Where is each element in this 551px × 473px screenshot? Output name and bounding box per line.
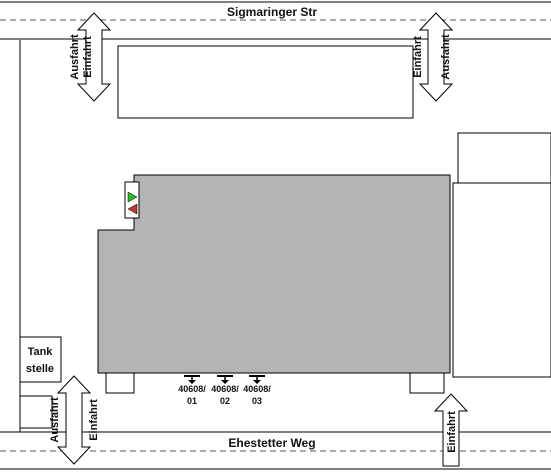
outlet-label-03-line2: 03: [252, 396, 262, 406]
south-west-double-arrow: Ausfahrt Einfahrt: [49, 375, 100, 465]
outlet-marker-01: 40608/ 01: [178, 375, 206, 406]
north-building-outline: [117, 45, 414, 119]
loading-box-left: [105, 372, 135, 394]
main-building: [97, 174, 451, 374]
outlet-markers: 40608/ 01 40608/ 02 40608/ 03: [178, 375, 271, 406]
outlet-marker-03: 40608/ 03: [243, 375, 271, 406]
outlet-label-02-line2: 02: [220, 396, 230, 406]
north-street-label: Sigmaringer Str: [227, 5, 317, 19]
north-east-exit-label: Ausfahrt: [440, 34, 452, 80]
east-building-large: [452, 182, 551, 378]
south-west-exit-label: Ausfahrt: [49, 397, 61, 443]
south-west-entry-label: Einfahrt: [88, 399, 100, 441]
outlet-arrow-icon: [188, 380, 196, 384]
north-west-entry-label: Einfahrt: [82, 36, 94, 78]
gas-station-box: [19, 336, 62, 383]
outlet-arrow-icon: [253, 380, 261, 384]
loading-box-right: [409, 372, 445, 394]
north-street: Sigmaringer Str: [0, 1, 551, 40]
north-west-double-arrow: Ausfahrt Einfahrt: [69, 12, 111, 102]
north-east-entry-label: Einfahrt: [412, 36, 424, 78]
outlet-label-01-line2: 01: [187, 396, 197, 406]
east-building-small: [457, 132, 551, 184]
gas-station-label-line2: stelle: [26, 363, 54, 375]
outlet-arrow-icon: [221, 380, 229, 384]
outlet-label-03-line1: 40608/: [243, 384, 271, 394]
south-street: Ehestetter Weg: [0, 431, 551, 470]
gas-station: Tank stelle: [19, 336, 62, 383]
north-east-double-arrow: Einfahrt Ausfahrt: [412, 12, 453, 102]
green-triangle-icon: [127, 191, 138, 203]
kiosk-box: [19, 395, 53, 429]
north-west-exit-label: Ausfahrt: [69, 34, 81, 80]
outlet-marker-02: 40608/ 02: [211, 375, 239, 406]
south-east-entry-label: Einfahrt: [446, 411, 458, 453]
signal-marker: [124, 181, 140, 219]
south-east-up-arrow: Einfahrt: [434, 393, 468, 467]
red-triangle-icon: [127, 203, 138, 215]
outlet-label-01-line1: 40608/: [178, 384, 206, 394]
south-street-label: Ehestetter Weg: [228, 436, 315, 450]
gas-station-label-line1: Tank: [28, 346, 54, 358]
outlet-label-02-line1: 40608/: [211, 384, 239, 394]
